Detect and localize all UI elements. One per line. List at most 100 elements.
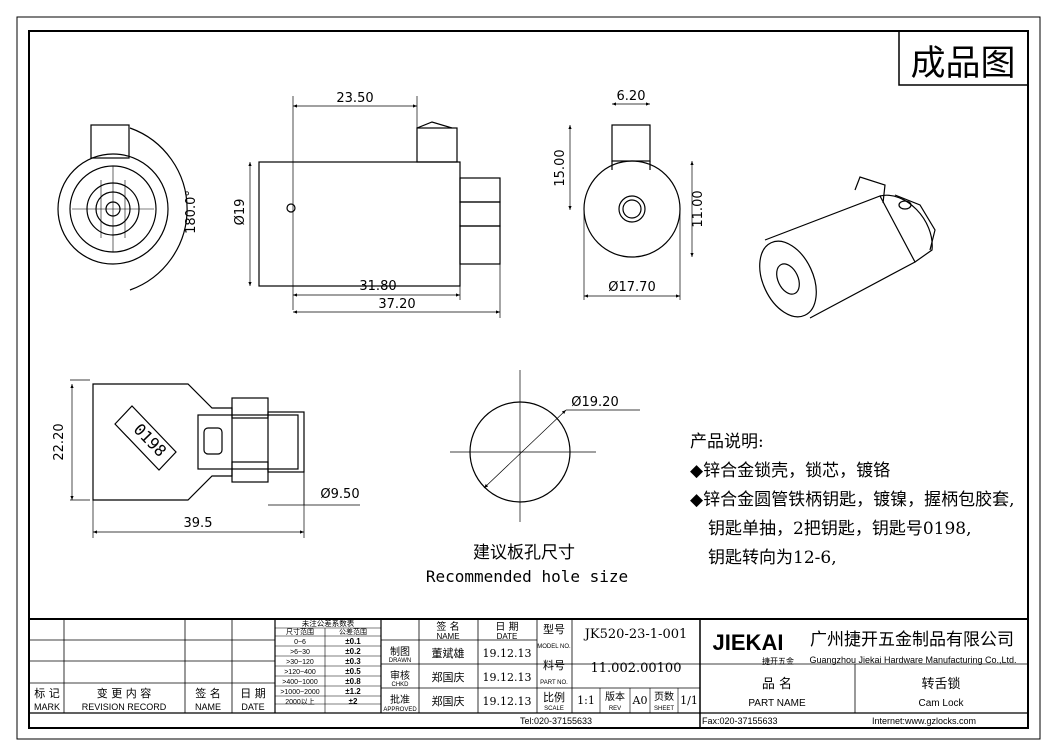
appr-cn: 批准 — [390, 693, 410, 706]
angle-dim: 180.0° — [184, 190, 199, 234]
tol-value: ±2 — [349, 697, 358, 706]
rev-date-cn: 日 期 — [240, 687, 266, 700]
chkd-name: 郑国庆 — [432, 670, 465, 684]
rev-date-en: DATE — [241, 702, 264, 712]
appr-date: 19.12.13 — [483, 695, 532, 708]
hole-caption-en: Recommended hole size — [426, 567, 628, 586]
appr-name: 郑国庆 — [432, 694, 465, 708]
tol-range: >30~120 — [286, 659, 314, 666]
inner-border — [28, 30, 1029, 729]
chkd-en: CHKD — [391, 682, 409, 688]
rev-name-en: NAME — [195, 702, 221, 712]
rev-mark-cn: 标 记 — [34, 686, 60, 700]
rev-record-cn: 变 更 内 容 — [97, 686, 152, 700]
notes-line-1: ◆锌合金锁壳，锁芯，镀铬 — [690, 461, 890, 481]
tel: Tel:020-37155633 — [520, 716, 592, 726]
scale-cn: 比例 — [543, 690, 565, 704]
rev-record-en: REVISION RECORD — [82, 702, 167, 712]
sign-date-en: DATE — [497, 632, 518, 641]
logo-text: JIEKAI — [713, 630, 784, 655]
side-view — [248, 96, 501, 318]
scale-value: 1:1 — [577, 694, 595, 707]
notes-line-4: 钥匙转向为12-6, — [708, 548, 837, 568]
tol-value: ±0.2 — [345, 647, 361, 656]
dim-height-1500: 15.00 — [553, 149, 568, 186]
tolerance-table: 未注公差系数表 尺寸范围 公差范围 0~6 ±0.1 >6~30 ±0.2 >30~12… — [280, 618, 367, 706]
notes-title: 产品说明: — [690, 432, 764, 452]
company-logo: JIEKAI 捷开五金 — [713, 630, 794, 666]
notes-line-3: 钥匙单抽，2把钥匙，钥匙号0198, — [708, 519, 971, 539]
part-cn: 料号 — [543, 658, 565, 672]
tol-value: ±1.2 — [345, 687, 361, 696]
title-block-grid — [29, 618, 1028, 728]
dim-key-length: 39.5 — [184, 516, 213, 531]
model-cn: 型号 — [543, 622, 565, 636]
dim-hole-diameter: Ø19.20 — [571, 395, 618, 410]
dim-top-length: 23.50 — [336, 91, 373, 106]
partname-en: PART NAME — [748, 698, 806, 709]
key-number: 0198 — [130, 420, 170, 461]
dim-length-37: 37.20 — [378, 297, 415, 312]
dim-height-1100: 11.00 — [691, 190, 706, 227]
key-view — [70, 379, 360, 538]
tol-range: >6~30 — [290, 649, 310, 656]
dim-length-31: 31.80 — [359, 279, 396, 294]
partname-cn: 品 名 — [762, 676, 792, 692]
dim-key-diameter: Ø9.50 — [320, 487, 359, 502]
tol-range: 0~6 — [294, 639, 306, 646]
sign-date-cn: 日 期 — [495, 621, 518, 633]
model-value: JK520-23-1-001 — [583, 627, 688, 642]
front-view — [57, 124, 188, 291]
dim-key-height: 22.20 — [52, 423, 67, 460]
isometric-view — [759, 176, 936, 319]
outer-border — [16, 16, 1041, 740]
sheet-en: SHEET — [654, 706, 674, 712]
drawn-en: DRAWN — [389, 658, 411, 664]
tol-col2: 公差范围 — [339, 627, 367, 636]
drawn-name: 董斌雄 — [432, 646, 465, 660]
tol-range: >120~400 — [284, 669, 316, 676]
rev-cn: 版本 — [605, 690, 625, 703]
tol-header: 未注公差系数表 — [302, 618, 355, 628]
product-cn: 转舌锁 — [921, 676, 960, 692]
tol-range: >400~1000 — [282, 679, 318, 686]
hole-caption-cn: 建议板孔尺寸 — [473, 543, 575, 563]
scale-en: SCALE — [544, 706, 564, 712]
sheet-cn: 页数 — [654, 690, 674, 703]
tol-value: ±0.8 — [345, 677, 361, 686]
tol-value: ±0.5 — [345, 667, 361, 676]
fax: Fax:020-37155633 — [702, 716, 778, 726]
tol-value: ±0.3 — [345, 657, 361, 666]
company-name-cn: 广州捷开五金制品有限公司 — [810, 630, 1014, 650]
title-tag-box — [898, 30, 1029, 86]
sign-name-en: NAME — [436, 632, 459, 641]
rev-name-cn: 签 名 — [195, 686, 221, 700]
title-tag: 成品图 — [910, 44, 1015, 84]
rear-view — [568, 102, 694, 300]
tol-col1: 尺寸范围 — [286, 627, 314, 636]
drawn-cn: 制图 — [390, 645, 410, 658]
company-name-en: Guangzhou Jiekai Hardware Manufacturing … — [809, 655, 1016, 665]
web: Internet:www.gzlocks.com — [872, 716, 976, 726]
dim-diameter-1770: Ø17.70 — [608, 280, 655, 295]
part-en: PART NO. — [540, 680, 568, 686]
tol-rows: 0~6 ±0.1 >6~30 ±0.2 >30~120 ±0.3 >120~400 ±0.5 >… — [280, 637, 361, 706]
chkd-cn: 审核 — [390, 669, 410, 682]
rev-en: REV — [609, 706, 621, 712]
rev-mark-en: MARK — [34, 702, 60, 712]
notes-line-2: ◆锌合金圆管铁柄钥匙，镀镍，握柄包胶套, — [690, 490, 1014, 510]
tol-value: ±0.1 — [345, 637, 361, 646]
tol-range: 2000以上 — [285, 697, 315, 706]
tol-range: >1000~2000 — [280, 689, 319, 696]
chkd-date: 19.12.13 — [483, 671, 532, 684]
rev-value: A0 — [632, 694, 648, 707]
dim-diameter-19: Ø19 — [233, 199, 248, 226]
appr-en: APPROVED — [383, 707, 417, 713]
hole-view — [450, 370, 640, 522]
part-value: 11.002.00100 — [591, 661, 682, 676]
dim-width-620: 6.20 — [617, 89, 646, 104]
sheet-value: 1/1 — [680, 694, 698, 707]
drawn-date: 19.12.13 — [483, 647, 532, 660]
sign-name-cn: 签 名 — [436, 620, 459, 633]
